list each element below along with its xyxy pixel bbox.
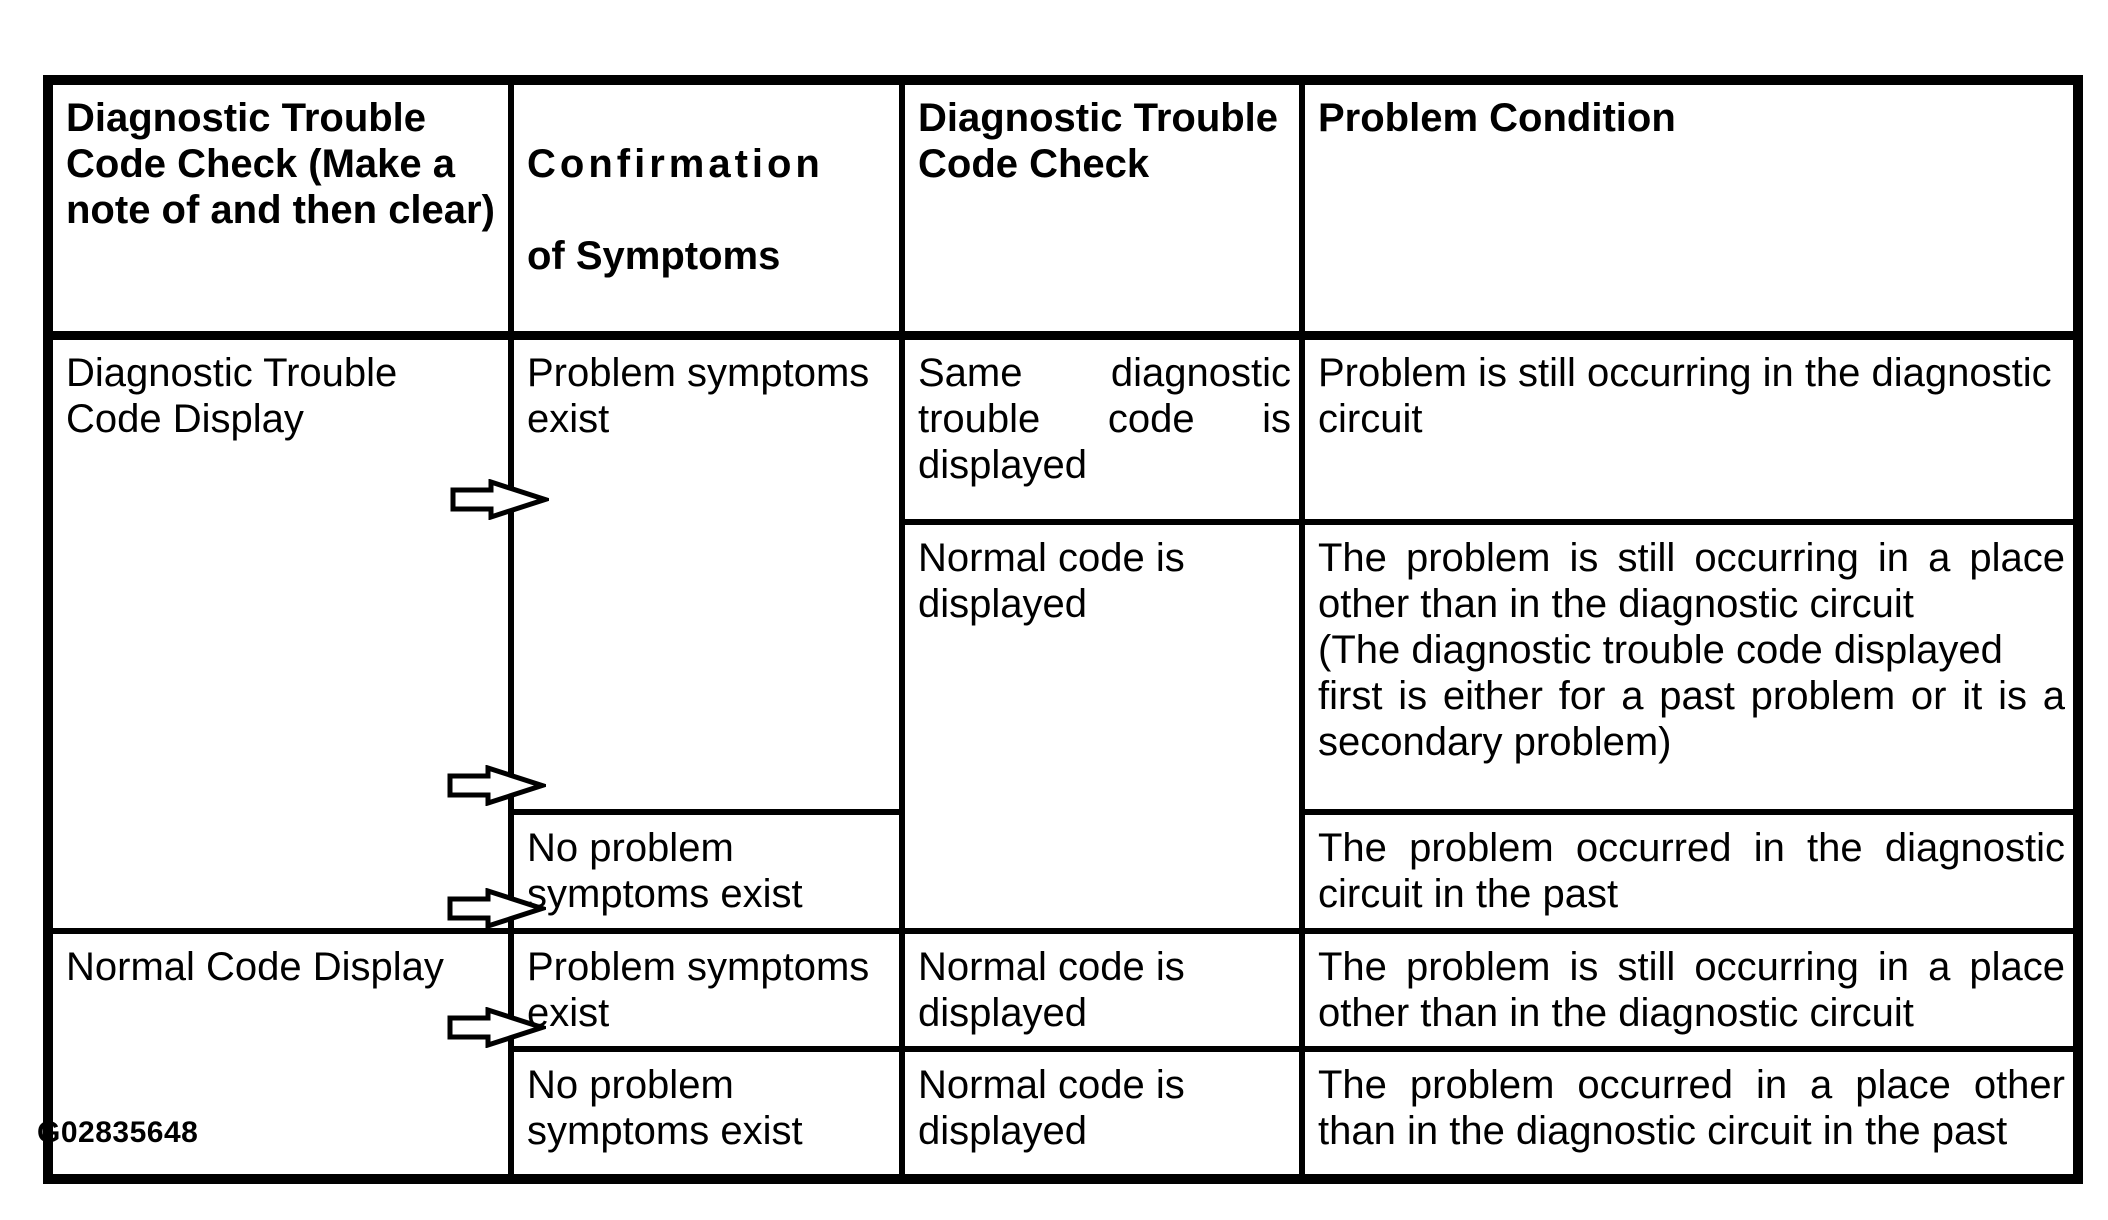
cell-no-problem-symptoms-1: No problem symptoms exist — [508, 808, 905, 934]
cell-normal-code-displayed-3: Normal code is displayed — [899, 1045, 1305, 1182]
header-problem-condition: Problem Condition — [1299, 77, 2081, 340]
right-arrow-icon — [450, 479, 549, 520]
cell-same-code-displayed: Same diagnostic trouble code is displaye… — [899, 332, 1305, 525]
cell-dtc-display-label: Diagnostic Trouble Code Display — [45, 332, 514, 934]
header-confirmation-line2: of Symptoms — [527, 234, 781, 278]
cell-normal-code-displayed-1: Normal code is displayed — [899, 518, 1305, 934]
cell-condition-still-occurring-other-place: The problem is still occurring in a plac… — [1299, 927, 2081, 1052]
cell-condition-other-place-secondary: The problem is still occurring in a plac… — [1299, 518, 2081, 815]
right-arrow-icon — [447, 765, 546, 806]
right-arrow-icon — [447, 1007, 546, 1048]
cell-problem-symptoms-exist-1: Problem symptoms exist — [508, 332, 905, 815]
cell-normal-code-displayed-2: Normal code is displayed — [899, 927, 1305, 1052]
cell-normal-display-label: Normal Code Display — [45, 927, 514, 1182]
header-dtc-check: Diagnostic Trouble Code Check — [899, 77, 1305, 340]
header-dtc-check-clear: Diagnostic Trouble Code Check (Make a no… — [45, 77, 514, 340]
header-confirmation-line1: Confirmation — [527, 142, 824, 186]
cell-condition-still-occurring-diagnostic: Problem is still occurring in the diagno… — [1299, 332, 2081, 525]
cell-condition-occurred-past: The problem occurred in the diagnostic c… — [1299, 808, 2081, 934]
cell-problem-symptoms-exist-2: Problem symptoms exist — [508, 927, 905, 1052]
header-confirmation-of-symptoms: Confirmation of Symptoms — [508, 77, 905, 340]
diagnostic-table: Diagnostic Trouble Code Check (Make a no… — [43, 75, 2083, 1184]
figure-id-label: G02835648 — [37, 1116, 199, 1149]
right-arrow-icon — [447, 888, 546, 929]
cell-condition-occurred-other-place-past: The problem occurred in a place other th… — [1299, 1045, 2081, 1182]
cell-no-problem-symptoms-2: No problem symptoms exist — [508, 1045, 905, 1182]
